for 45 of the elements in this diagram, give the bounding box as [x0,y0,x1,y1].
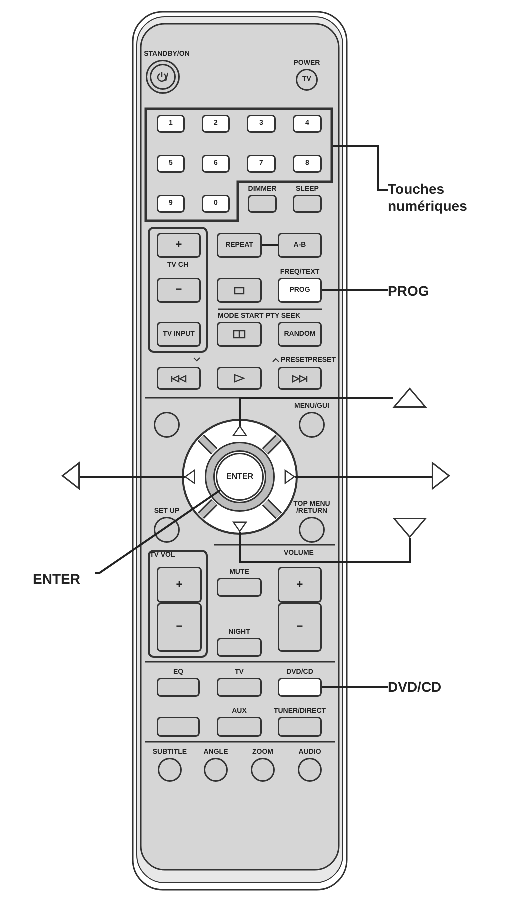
leader-line [295,476,432,478]
remote-button [217,638,262,657]
triangle-symbol [62,462,80,490]
remote-button [278,717,322,737]
triangle-symbol [432,462,450,490]
remote-button [217,367,262,390]
remote-button: − [157,278,201,303]
remote-button [217,578,262,597]
remote-button: + [157,567,202,603]
callout-label: Touches numériques [388,180,484,216]
triangle-symbol [393,388,427,408]
callout-label: ENTER [33,570,95,588]
remote-button: − [278,603,322,652]
remote-button [217,717,262,737]
leader-line [322,686,388,688]
button-group-frame [148,550,208,658]
leader-line [95,490,221,574]
remote-button: + [157,233,201,258]
remote-button [217,322,262,347]
remote-button: + [278,567,322,603]
remote-button [217,278,262,303]
leader-line [322,290,388,292]
remote-button [248,195,277,213]
remote-button: − [157,603,202,652]
leader-line [239,532,411,563]
remote-button [278,367,322,390]
leader-line [80,476,185,478]
button-group-frame [148,227,208,353]
leader-line [262,244,278,246]
leader-line [333,145,388,191]
remote-button [217,678,262,697]
remote-button [293,195,322,213]
leader-line [239,397,393,426]
callout-label: DVD/CD [388,679,454,696]
arrow-mark [233,522,247,532]
remote-button [157,717,200,737]
arrow-mark [233,426,247,436]
callout-label: PROG [388,282,434,300]
triangle-symbol [393,518,427,538]
keypad-frame [145,108,333,222]
remote-button [278,678,322,697]
remote-button [157,678,200,697]
arrow-mark [285,470,295,484]
arrow-mark [185,470,195,484]
remote-button [157,367,201,390]
